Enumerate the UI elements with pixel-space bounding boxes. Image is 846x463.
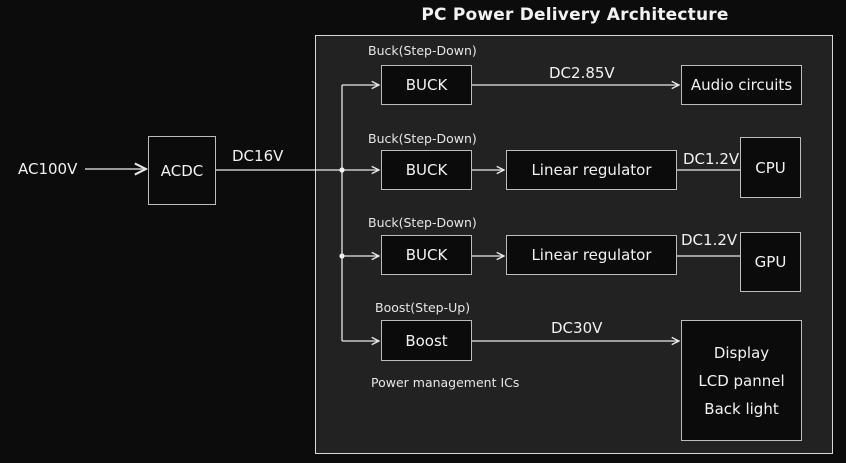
voltage-label: DC30V bbox=[551, 319, 603, 337]
diagram-title: PC Power Delivery Architecture bbox=[421, 5, 729, 25]
audio-circuits-block: Audio circuits bbox=[681, 65, 802, 105]
linear-regulator-block: Linear regulator bbox=[506, 150, 677, 190]
voltage-label: DC1.2V bbox=[681, 231, 738, 249]
dc16v-label: DC16V bbox=[232, 147, 284, 165]
buck-block: BUCK bbox=[381, 65, 472, 105]
gpu-block: GPU bbox=[740, 232, 801, 292]
ac-input-label: AC100V bbox=[18, 160, 78, 178]
buck-label: BUCK bbox=[405, 246, 448, 264]
converter-type-label: Buck(Step-Down) bbox=[368, 131, 477, 146]
voltage-label: DC2.85V bbox=[549, 64, 615, 82]
converter-type-label: Boost(Step-Up) bbox=[375, 300, 471, 315]
boost-label: Boost bbox=[405, 331, 448, 350]
linear-regulator-block: Linear regulator bbox=[506, 235, 677, 275]
pmic-caption: Power management ICs bbox=[371, 375, 520, 390]
voltage-label: DC1.2V bbox=[683, 150, 740, 168]
buck-label: BUCK bbox=[405, 76, 448, 94]
audio-label: Audio circuits bbox=[690, 76, 793, 94]
buck-label: BUCK bbox=[405, 161, 448, 179]
buck-block: BUCK bbox=[381, 235, 472, 275]
gpu-label: GPU bbox=[754, 253, 787, 271]
converter-type-label: Buck(Step-Down) bbox=[368, 215, 477, 230]
cpu-block: CPU bbox=[740, 137, 801, 198]
buck-block: BUCK bbox=[381, 150, 472, 190]
junction-dot bbox=[339, 167, 345, 173]
display-block: Display LCD pannel Back light bbox=[681, 320, 802, 441]
boost-block: Boost bbox=[381, 320, 472, 361]
cpu-label: CPU bbox=[755, 158, 786, 177]
backlight-label: Back light bbox=[704, 399, 779, 418]
regulator-label: Linear regulator bbox=[531, 246, 652, 264]
display-label: Display bbox=[713, 343, 770, 362]
regulator-label: Linear regulator bbox=[531, 161, 652, 179]
acdc-label: ACDC bbox=[160, 161, 204, 180]
acdc-block: ACDC bbox=[148, 136, 216, 205]
converter-type-label: Buck(Step-Down) bbox=[368, 43, 477, 58]
lcd-panel-label: LCD pannel bbox=[698, 371, 785, 390]
